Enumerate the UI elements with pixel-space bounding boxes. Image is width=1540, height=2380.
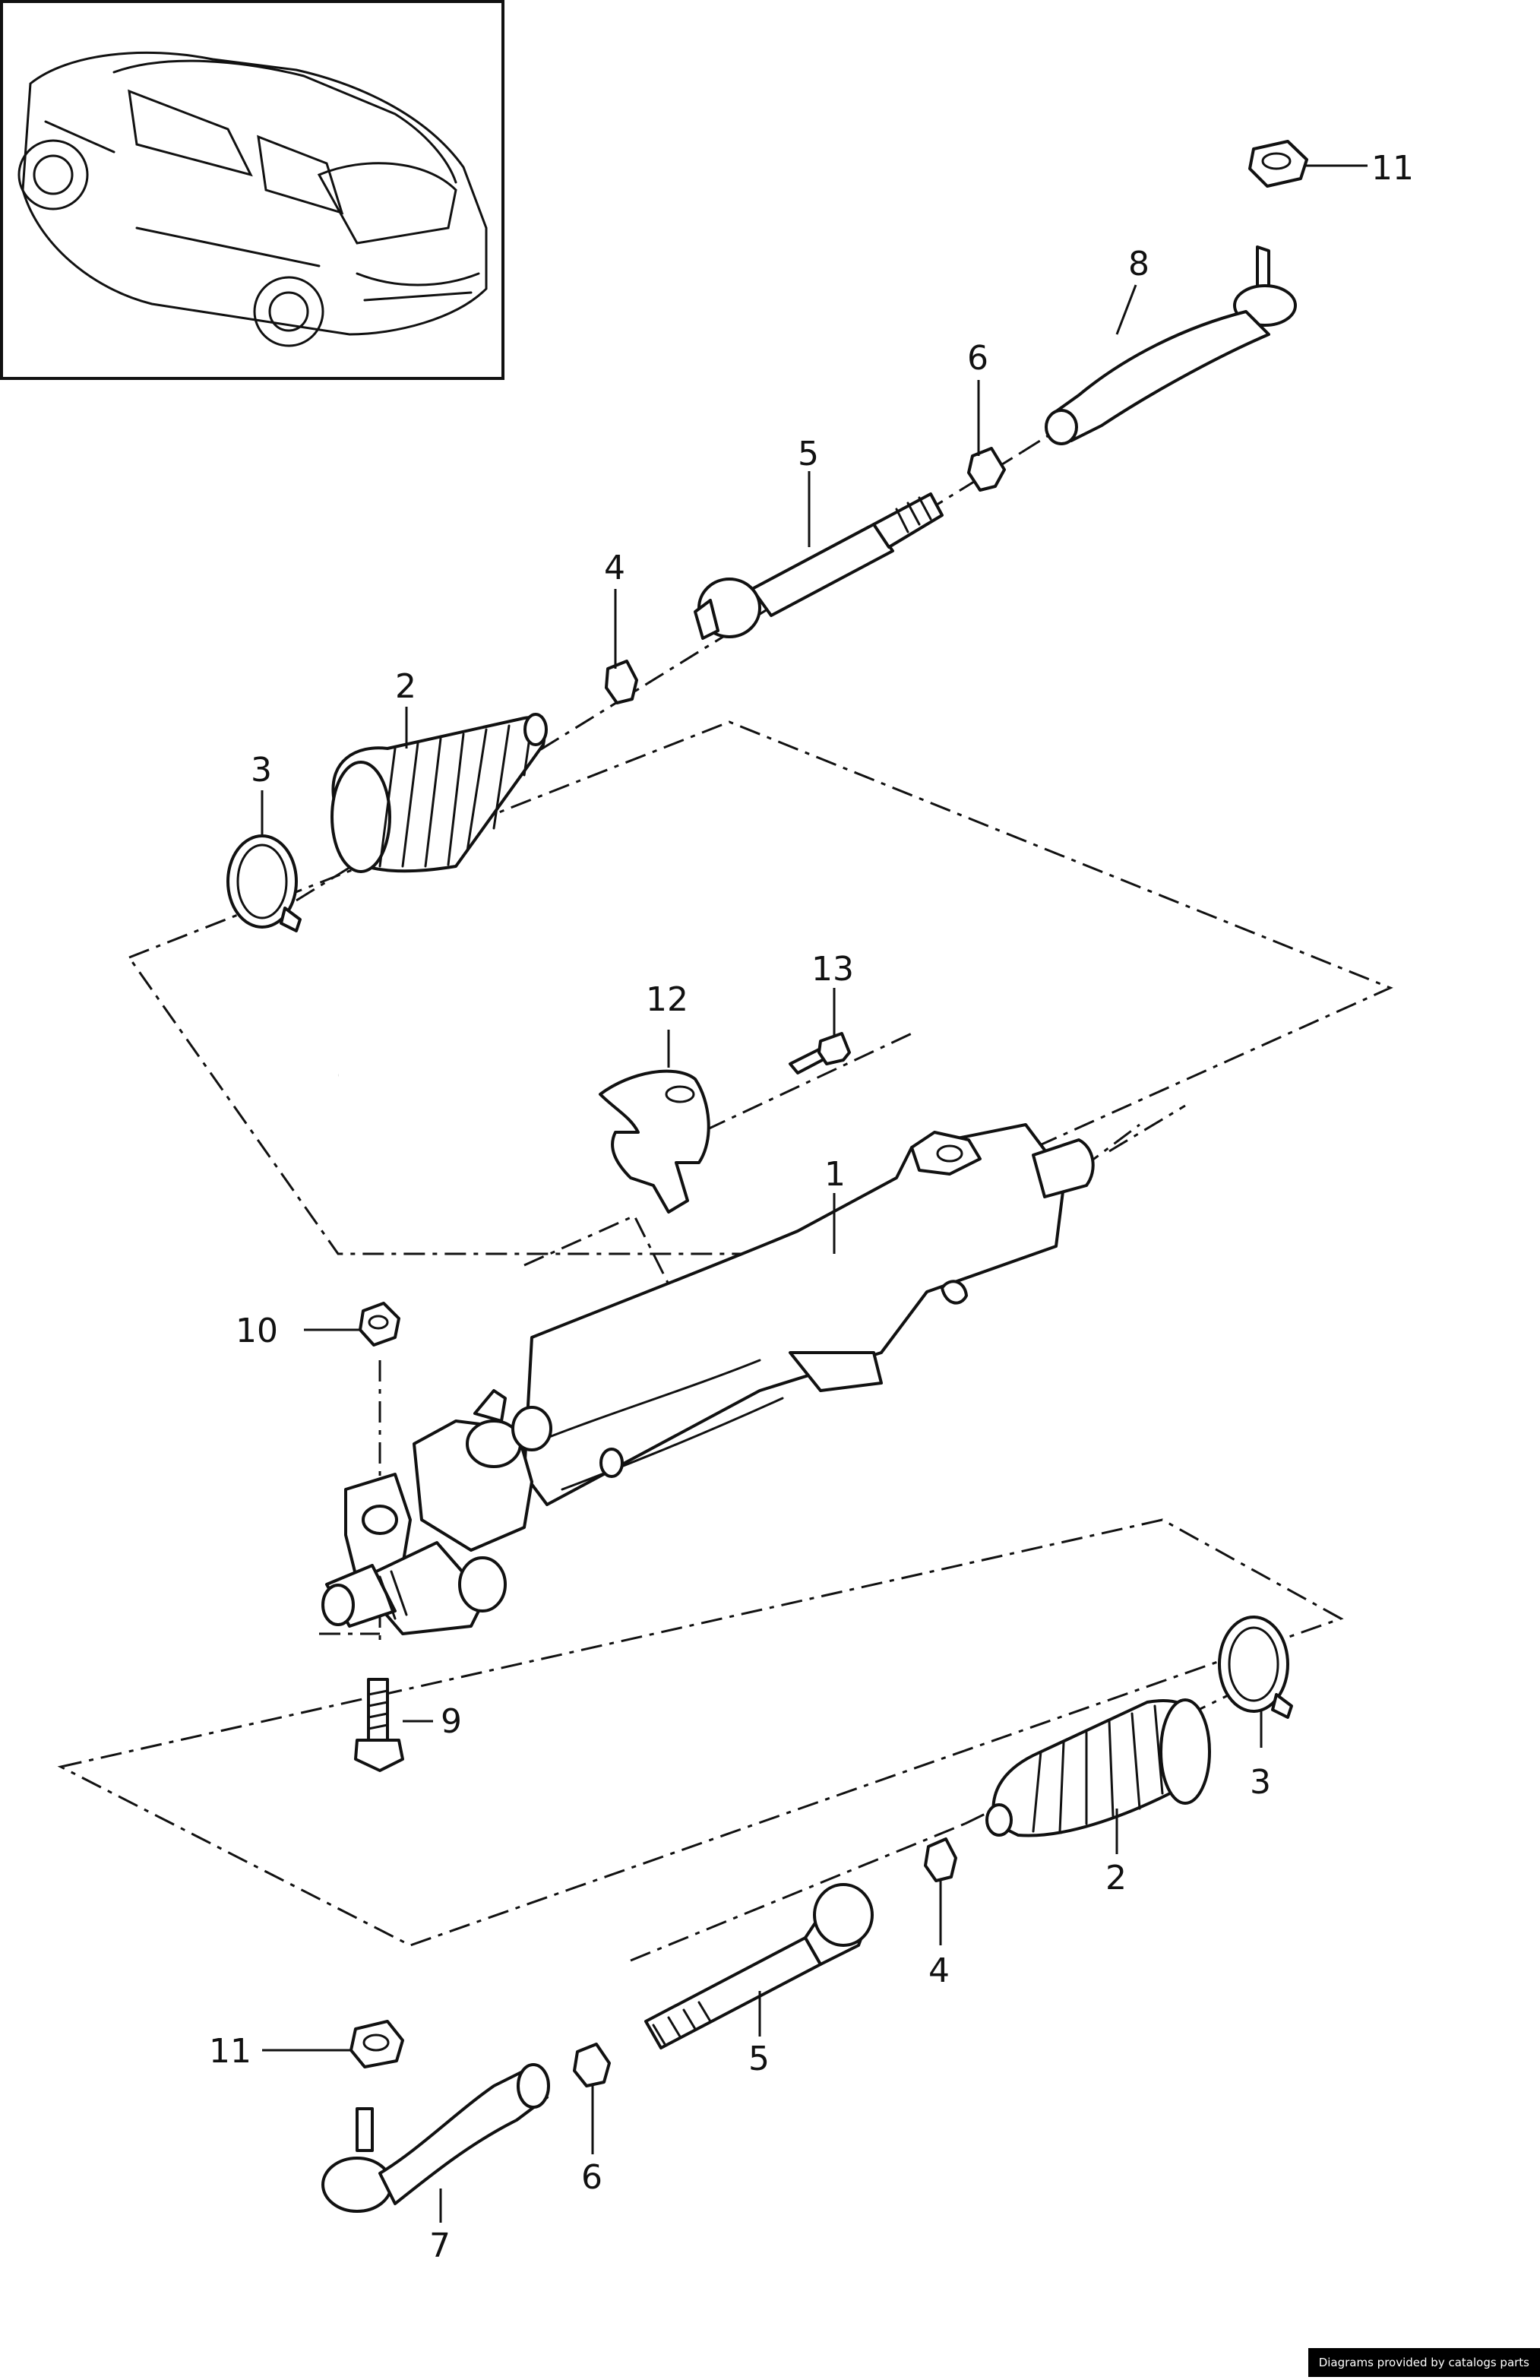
clamp-bottom: [924, 1837, 957, 1882]
callout-2-bottom[interactable]: 2: [1105, 1859, 1127, 1897]
callout-7[interactable]: 7: [429, 2227, 451, 2265]
callout-11-bottom[interactable]: 11: [209, 2032, 251, 2071]
callout-3-top[interactable]: 3: [251, 751, 272, 790]
steering-rack: [321, 1123, 1095, 1635]
callout-4-top[interactable]: 4: [604, 549, 625, 587]
callout-11-top[interactable]: 11: [1371, 149, 1414, 188]
clamp-top: [605, 660, 638, 704]
callout-6-top[interactable]: 6: [967, 339, 988, 378]
clamp-ring-bottom: [1218, 1616, 1293, 1719]
car-outline-icon: [17, 51, 488, 347]
callout-5-top[interactable]: 5: [798, 435, 819, 473]
jam-nut-bottom: [573, 2043, 611, 2087]
bolt-13: [789, 1032, 851, 1074]
assembly-outline-lower: [57, 1518, 1344, 1947]
nut-bottom: [349, 2020, 404, 2068]
bellows-boot-bottom: [985, 1698, 1211, 1837]
nut-top: [1248, 140, 1308, 188]
assembly-outline-upper: [127, 720, 1393, 1255]
assembly-outline-rack: [523, 1214, 685, 1411]
bracket-12: [599, 1069, 710, 1214]
credit-badge: Diagrams provided by catalogs parts: [1308, 2348, 1540, 2377]
inner-tie-rod-bottom: [644, 1883, 874, 2049]
callout-labels: 11 8 6 5 4 2 3 13 12 1 10 9 3 2 4 5 11 6…: [209, 149, 1414, 2265]
callout-8[interactable]: 8: [1128, 245, 1149, 283]
bolt-9: [354, 1678, 404, 1772]
bellows-boot-top: [330, 713, 548, 873]
callout-1[interactable]: 1: [824, 1155, 846, 1194]
callout-5-bottom[interactable]: 5: [748, 2040, 770, 2078]
callout-3-bottom[interactable]: 3: [1250, 1763, 1271, 1802]
tie-rod-end-left: [321, 2063, 550, 2213]
callout-6-bottom[interactable]: 6: [581, 2158, 602, 2197]
leader-lines: [261, 164, 1368, 2223]
callout-12[interactable]: 12: [646, 980, 688, 1019]
callout-9[interactable]: 9: [441, 1702, 462, 1741]
callout-2-top[interactable]: 2: [395, 667, 416, 706]
vehicle-thumbnail: [0, 0, 504, 380]
callout-4-bottom[interactable]: 4: [928, 1951, 950, 1990]
inner-tie-rod-top: [694, 492, 944, 640]
callout-10[interactable]: 10: [236, 1312, 278, 1350]
jam-nut-top: [967, 447, 1006, 492]
nut-10: [359, 1302, 400, 1347]
tie-rod-end-right: [1045, 245, 1297, 445]
callout-13[interactable]: 13: [811, 950, 854, 989]
clamp-ring-top: [226, 834, 302, 932]
